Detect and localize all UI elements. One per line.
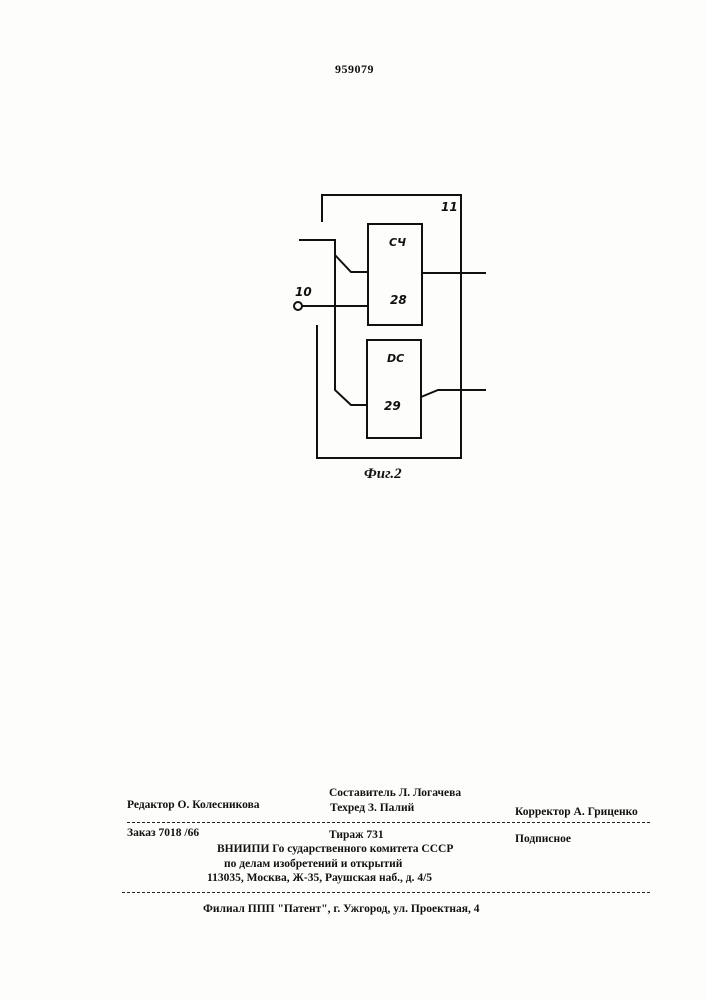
- branch-line: Филиал ППП "Патент", г. Ужгород, ул. Про…: [203, 903, 479, 915]
- input-bus: [299, 240, 335, 255]
- editor-line: Редактор О. Колесникова: [127, 799, 260, 811]
- org-line-1: ВНИИПИ Го сударственного комитета СССР: [217, 843, 453, 855]
- outer-block-label: 11: [441, 200, 458, 214]
- wire-to-block-28-top: [335, 255, 368, 272]
- figure-caption: Фиг.2: [364, 466, 402, 483]
- block-29-function: DC: [387, 352, 404, 365]
- order-line: Заказ 7018 /66: [127, 827, 199, 839]
- org-line-3: 113035, Москва, Ж-35, Раушская наб., д. …: [207, 872, 432, 884]
- input-10-terminal: [294, 302, 302, 310]
- subscription-line: Подписное: [515, 833, 571, 845]
- wire-to-block-29: [335, 255, 367, 405]
- input-10-label: 10: [295, 285, 312, 299]
- block-28-function: СЧ: [389, 236, 406, 249]
- outer-block-frame: [317, 195, 461, 458]
- output-29-wire: [421, 390, 486, 397]
- circuit-diagram: 11 10 СЧ 28 DC 29: [0, 0, 707, 520]
- circulation-line: Тираж 731: [329, 829, 384, 841]
- techred-line: Техред З. Палий: [330, 802, 414, 814]
- compiler-line: Составитель Л. Логачева: [329, 787, 461, 799]
- imprint-rule-bottom: [122, 892, 650, 893]
- block-29-number: 29: [384, 399, 401, 413]
- corrector-line: Корректор А. Гриценко: [515, 806, 638, 818]
- imprint-rule-top: [127, 822, 650, 823]
- block-28-number: 28: [390, 293, 407, 307]
- org-line-2: по делам изобретений и открытий: [224, 858, 402, 870]
